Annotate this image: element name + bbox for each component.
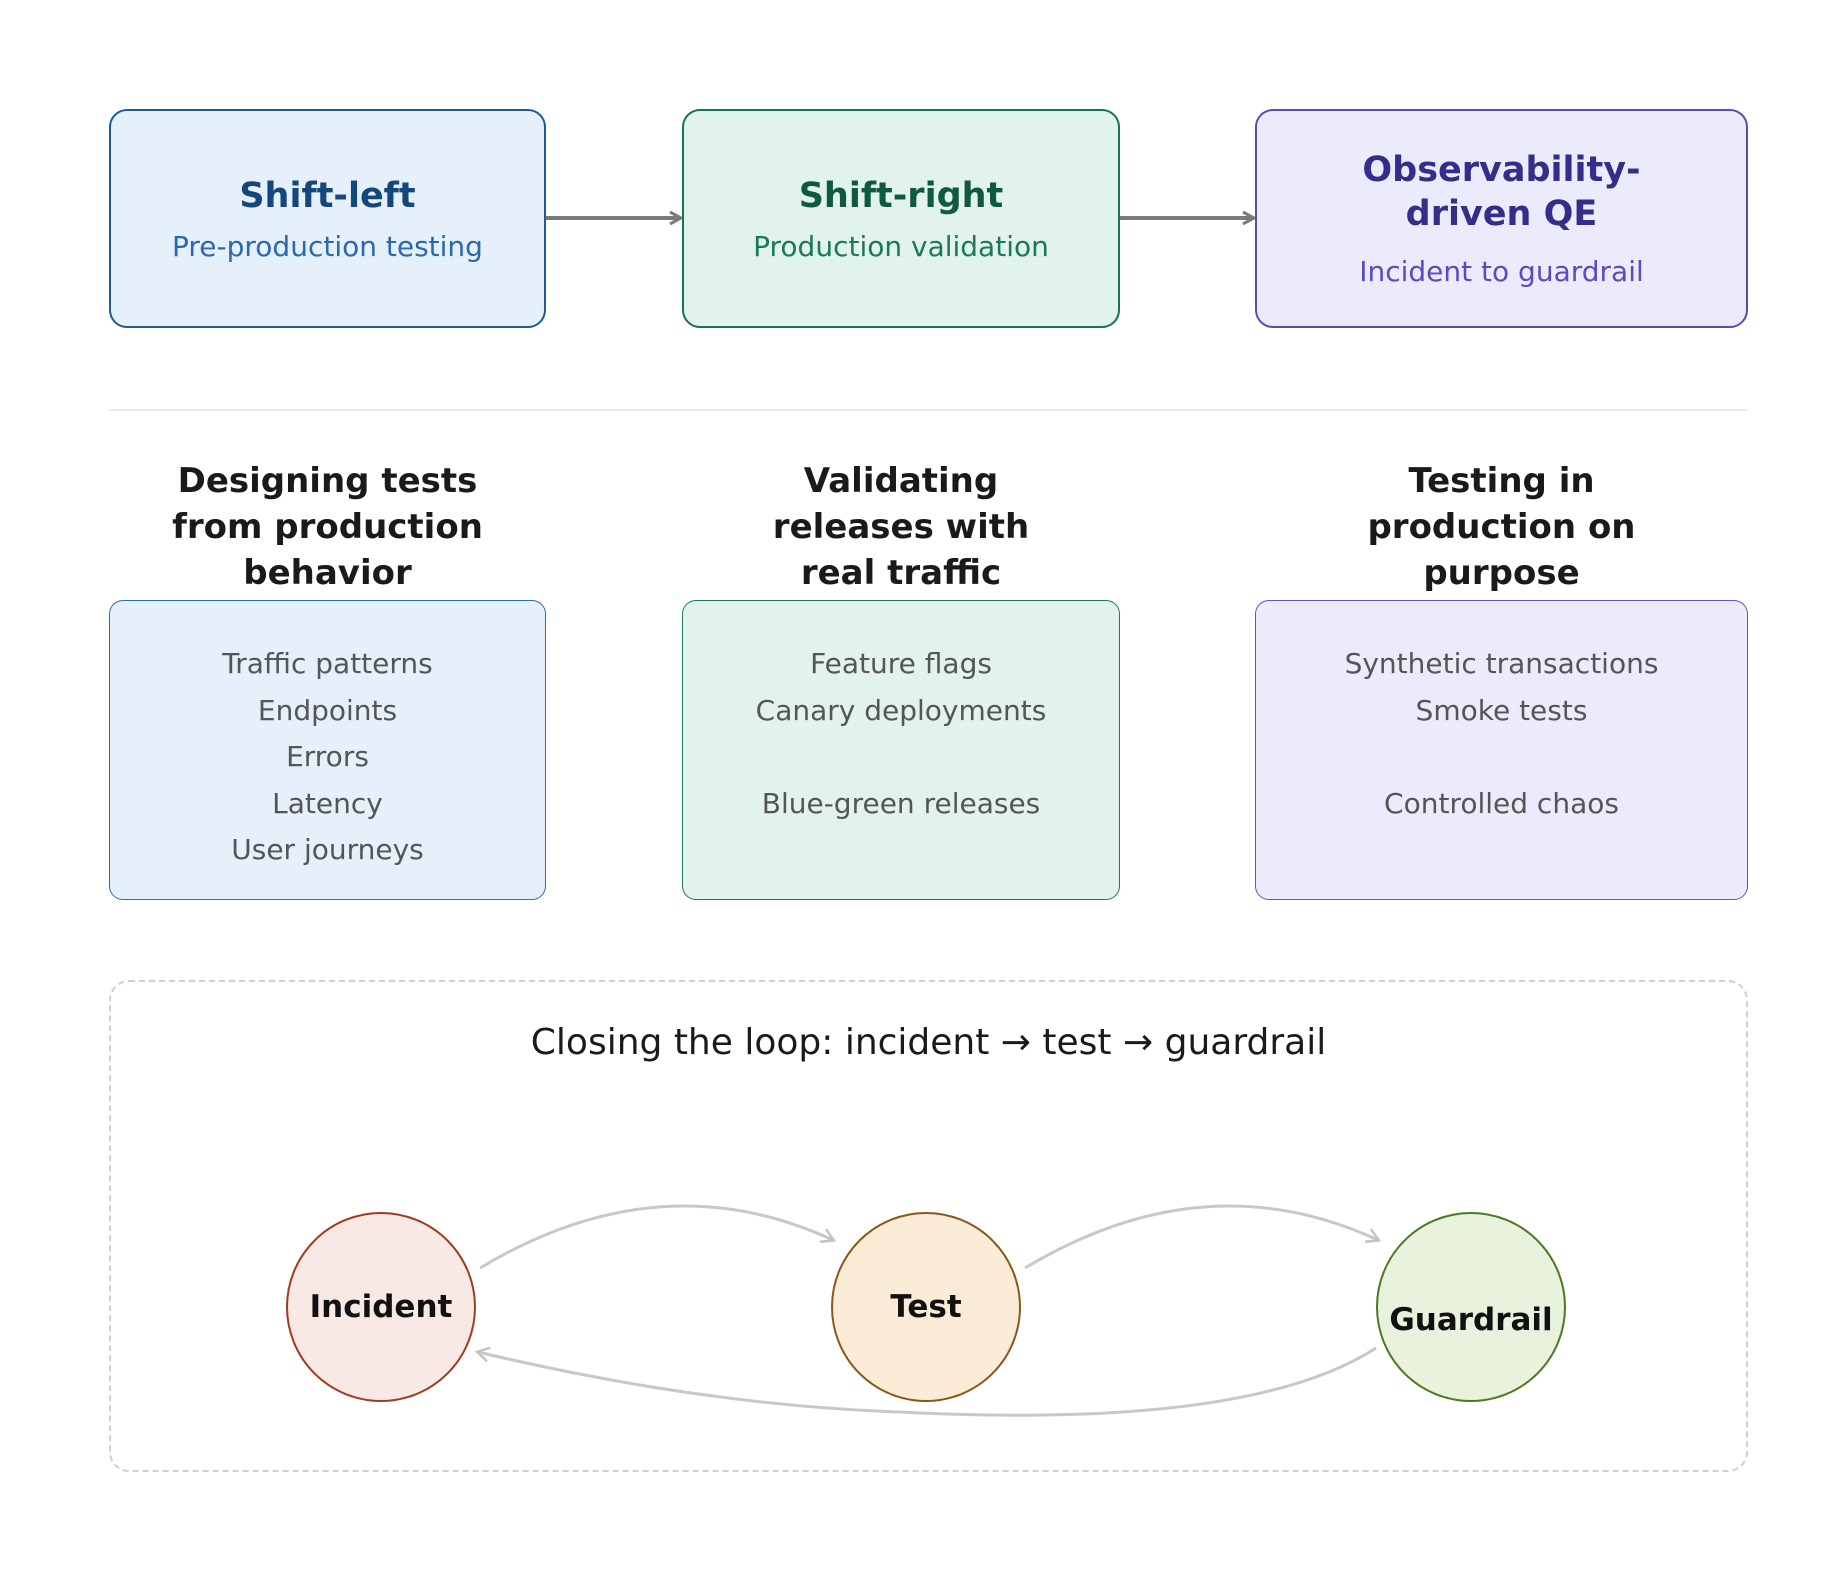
list-item: Smoke tests: [1415, 693, 1588, 727]
list-item: Controlled chaos: [1384, 786, 1619, 820]
stage-shift-left: Shift-left Pre-production testing: [109, 109, 546, 328]
detail-box-designing-tests: Traffic patterns Endpoints Errors Latenc…: [109, 600, 546, 900]
detail-box-testing-in-production: Synthetic transactions Smoke tests Contr…: [1255, 600, 1748, 900]
section-heading-testing-in-production: Testing in production on purpose: [1367, 461, 1636, 593]
list-item: Blue-green releases: [761, 786, 1041, 820]
stage-subtitle: Production validation: [753, 229, 1049, 263]
stage-observability-driven-qe: Observability-driven QE Incident to guar…: [1255, 109, 1748, 328]
node-label: Test: [890, 1289, 962, 1325]
section-heading-designing-tests: Designing tests from production behavior: [172, 461, 483, 593]
stage-subtitle: Incident to guardrail: [1359, 254, 1644, 288]
list-item: Feature flags: [810, 647, 992, 680]
list-item: Canary deployments: [755, 693, 1047, 727]
detail-box-validating-releases: Feature flags Canary deployments Blue-gr…: [682, 600, 1120, 900]
stage-shift-right: Shift-right Production validation: [682, 109, 1120, 328]
list-item: Traffic patterns: [222, 647, 433, 680]
node-label: Guardrail: [1389, 1302, 1553, 1338]
list-item: User journeys: [231, 833, 424, 866]
stage-title: Shift-right: [798, 176, 1004, 217]
node-label: Incident: [309, 1289, 453, 1325]
stage-title: Observability-driven QE: [1362, 150, 1641, 234]
list-item: Endpoints: [257, 693, 398, 727]
loop-arrow-guardrail-to-incident: [478, 1348, 1377, 1417]
loop-panel: [109, 980, 1748, 1472]
section-heading-validating-releases: Validating releases with real traffic: [772, 461, 1030, 593]
stage-title: Shift-left: [239, 176, 416, 217]
node-test: Test: [831, 1212, 1021, 1402]
list-item: Synthetic transactions: [1344, 647, 1659, 680]
list-item: Latency: [272, 786, 383, 820]
node-incident: Incident: [286, 1212, 476, 1402]
list-item: Errors: [286, 740, 369, 773]
node-guardrail: Guardrail: [1376, 1212, 1566, 1402]
section-divider: [109, 409, 1748, 411]
loop-arrow-test-to-guardrail: [1024, 1204, 1378, 1270]
stage-subtitle: Pre-production testing: [172, 229, 483, 263]
loop-arrow-incident-to-test: [479, 1204, 833, 1270]
loop-title: Closing the loop: incident → test → guar…: [530, 1022, 1327, 1063]
